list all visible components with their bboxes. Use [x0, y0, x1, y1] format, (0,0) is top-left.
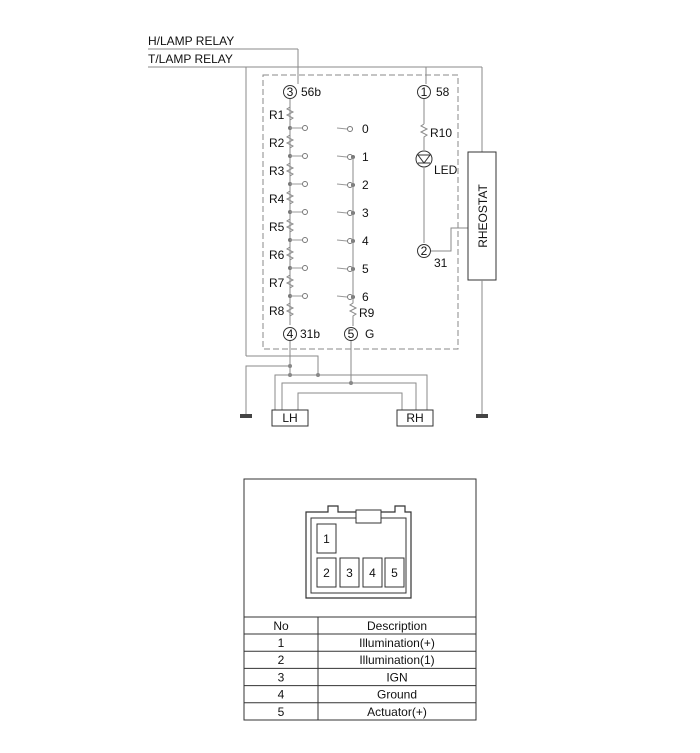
position-label: 6	[362, 290, 369, 304]
ground-left-icon	[240, 414, 252, 418]
svg-text:5: 5	[348, 327, 355, 341]
svg-text:2: 2	[323, 566, 330, 580]
position-label: 2	[362, 178, 369, 192]
svg-text:4: 4	[287, 327, 294, 341]
actuator-rh-box	[396, 409, 434, 427]
svg-text:31b: 31b	[300, 327, 320, 341]
pin-table-row: 5 Actuator(+)	[278, 705, 427, 719]
pin-table-row: 3 IGN	[244, 670, 476, 687]
pin-3-terminal: 3 56b	[283, 85, 321, 99]
position-label: 3	[362, 206, 369, 220]
svg-text:3: 3	[287, 85, 294, 99]
svg-text:5: 5	[278, 705, 285, 719]
svg-text:1: 1	[323, 532, 330, 546]
svg-text:Illumination(1): Illumination(1)	[359, 653, 434, 667]
svg-text:IGN: IGN	[386, 670, 407, 684]
resistor-label: R2	[269, 136, 285, 150]
resistor-label: R1	[269, 108, 285, 122]
r9-label: R9	[359, 306, 375, 320]
position-label: 5	[362, 262, 369, 276]
pin-table: No Description 1 Illumination(+) 2 Illumina…	[244, 616, 476, 720]
svg-text:2: 2	[278, 653, 285, 667]
ladder-tap	[288, 265, 308, 271]
r9-resistor	[348, 298, 358, 326]
position-label: 0	[362, 122, 369, 136]
resistor-label: R5	[269, 220, 285, 234]
svg-text:4: 4	[369, 566, 376, 580]
svg-text:3: 3	[278, 670, 285, 684]
position-contacts: 0 1 2 3 4 5 6	[336, 122, 369, 304]
position-contact: 0	[336, 122, 369, 136]
ladder-tap	[288, 153, 308, 159]
pin-table-row: 2 Illumination(1)	[244, 653, 476, 669]
svg-text:56b: 56b	[301, 85, 321, 99]
resistor-label: R6	[269, 248, 285, 262]
resistor-r3: R3	[269, 162, 295, 178]
position-contact: 2	[336, 178, 369, 192]
taillamp-relay-label: T/LAMP RELAY	[148, 52, 233, 66]
resistor-r8: R8	[269, 302, 295, 318]
svg-text:4: 4	[278, 688, 285, 702]
pin-4-terminal: 4 31b	[283, 327, 320, 341]
svg-text:1: 1	[278, 636, 285, 650]
svg-text:58: 58	[436, 85, 450, 99]
r10-resistor	[419, 123, 429, 150]
connector-pin-4: 4	[362, 557, 383, 588]
connector-pin-5: 5	[384, 557, 405, 588]
headlamp-relay-label: H/LAMP RELAY	[148, 34, 234, 48]
ladder-tap	[288, 125, 308, 131]
pin-table-header-no: No	[273, 619, 289, 633]
ladder-tap	[288, 293, 308, 299]
svg-text:5: 5	[391, 566, 398, 580]
connector-pin-3: 3	[339, 557, 360, 588]
resistor-r2: R2	[269, 134, 295, 150]
svg-text:Actuator(+): Actuator(+)	[367, 705, 427, 719]
pin-2-terminal: 2 31	[417, 244, 448, 270]
svg-text:31: 31	[434, 256, 448, 270]
resistor-label: R4	[269, 192, 285, 206]
position-label: 1	[362, 150, 369, 164]
led-icon	[415, 150, 433, 168]
ladder-tap	[288, 209, 308, 215]
svg-text:Ground: Ground	[377, 688, 417, 702]
resistor-label: R3	[269, 164, 285, 178]
rheostat-box	[467, 151, 497, 281]
switch-enclosure	[262, 74, 459, 350]
svg-text:1: 1	[421, 85, 428, 99]
actuator-lh-box	[271, 409, 309, 427]
svg-text:G: G	[365, 327, 374, 341]
pin-5-terminal: 5 G	[344, 327, 374, 341]
resistor-r1: R1	[269, 106, 295, 122]
pin-table-row: 1 Illumination(+)	[244, 636, 476, 652]
resistor-label: R8	[269, 304, 285, 318]
svg-text:2: 2	[421, 244, 428, 258]
actuator-rh-label: RH	[406, 411, 423, 425]
actuator-lh-label: LH	[282, 411, 297, 425]
svg-text:3: 3	[346, 566, 353, 580]
r10-label: R10	[430, 126, 452, 140]
ladder-tap	[288, 237, 308, 243]
position-label: 4	[362, 234, 369, 248]
rheostat-label: RHEOSTAT	[476, 184, 490, 248]
ground-right-icon	[476, 414, 488, 418]
svg-text:Illumination(+): Illumination(+)	[359, 636, 435, 650]
resistor-r5: R5	[269, 218, 295, 234]
led-label: LED	[434, 163, 458, 177]
resistor-r6: R6	[269, 246, 295, 262]
resistor-r7: R7	[269, 274, 295, 290]
connector-pin-2: 2	[316, 557, 337, 588]
pin-table-header-description: Description	[367, 619, 427, 633]
pin-1-terminal: 1 58	[417, 85, 450, 99]
ladder-tap	[288, 181, 308, 187]
connector-pin-1: 1	[316, 523, 337, 554]
resistor-label: R7	[269, 276, 285, 290]
resistor-r4: R4	[269, 190, 295, 206]
pin-table-row: 4 Ground	[244, 688, 476, 704]
